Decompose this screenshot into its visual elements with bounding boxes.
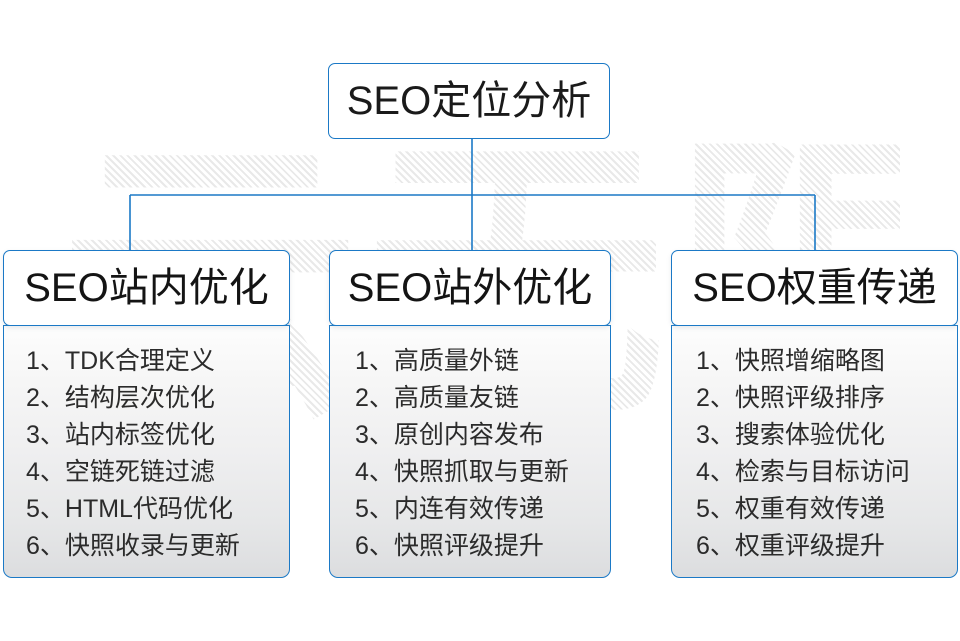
list-item: 2、结构层次优化 — [26, 384, 215, 412]
column-list-1: 1、TDK合理定义 2、结构层次优化 3、站内标签优化 4、空链死链过滤 5、H… — [4, 343, 289, 565]
column-body-1: 1、TDK合理定义 2、结构层次优化 3、站内标签优化 4、空链死链过滤 5、H… — [3, 325, 290, 578]
node-root-label: SEO定位分析 — [346, 79, 592, 123]
column-body-3: 1、快照增缩略图 2、快照评级排序 3、搜索体验优化 4、检索与目标访问 5、权… — [671, 325, 958, 578]
column-header-1-label: SEO站内优化 — [24, 266, 269, 310]
node-root[interactable]: SEO定位分析 — [328, 63, 610, 139]
list-item: 5、内连有效传递 — [355, 495, 544, 523]
column-header-3-label: SEO权重传递 — [692, 266, 937, 310]
list-item: 6、权重评级提升 — [696, 532, 885, 560]
column-header-3[interactable]: SEO权重传递 — [671, 250, 958, 326]
list-item: 3、搜索体验优化 — [696, 421, 885, 449]
list-item: 1、TDK合理定义 — [26, 347, 215, 375]
column-seo-offsite: SEO站外优化 1、高质量外链 2、高质量友链 3、原创内容发布 4、快照抓取与… — [329, 250, 611, 578]
column-seo-onsite: SEO站内优化 1、TDK合理定义 2、结构层次优化 3、站内标签优化 4、空链… — [3, 250, 290, 578]
list-item: 4、空链死链过滤 — [26, 458, 215, 486]
list-item: 3、站内标签优化 — [26, 421, 215, 449]
list-item: 2、高质量友链 — [355, 384, 519, 412]
list-item: 2、快照评级排序 — [696, 384, 885, 412]
list-item: 1、高质量外链 — [355, 347, 519, 375]
column-header-2[interactable]: SEO站外优化 — [329, 250, 611, 326]
list-item: 4、快照抓取与更新 — [355, 458, 569, 486]
list-item: 3、原创内容发布 — [355, 421, 544, 449]
list-item: 4、检索与目标访问 — [696, 458, 910, 486]
list-item: 6、快照评级提升 — [355, 532, 544, 560]
column-body-2: 1、高质量外链 2、高质量友链 3、原创内容发布 4、快照抓取与更新 5、内连有… — [329, 325, 611, 578]
list-item: 5、权重有效传递 — [696, 495, 885, 523]
column-list-3: 1、快照增缩略图 2、快照评级排序 3、搜索体验优化 4、检索与目标访问 5、权… — [672, 343, 957, 565]
list-item: 1、快照增缩略图 — [696, 347, 885, 375]
list-item: 6、快照收录与更新 — [26, 532, 240, 560]
list-item: 5、HTML代码优化 — [26, 495, 233, 523]
column-header-1[interactable]: SEO站内优化 — [3, 250, 290, 326]
column-seo-weight: SEO权重传递 1、快照增缩略图 2、快照评级排序 3、搜索体验优化 4、检索与… — [671, 250, 958, 578]
column-list-2: 1、高质量外链 2、高质量友链 3、原创内容发布 4、快照抓取与更新 5、内连有… — [330, 343, 610, 565]
column-header-2-label: SEO站外优化 — [347, 266, 593, 310]
